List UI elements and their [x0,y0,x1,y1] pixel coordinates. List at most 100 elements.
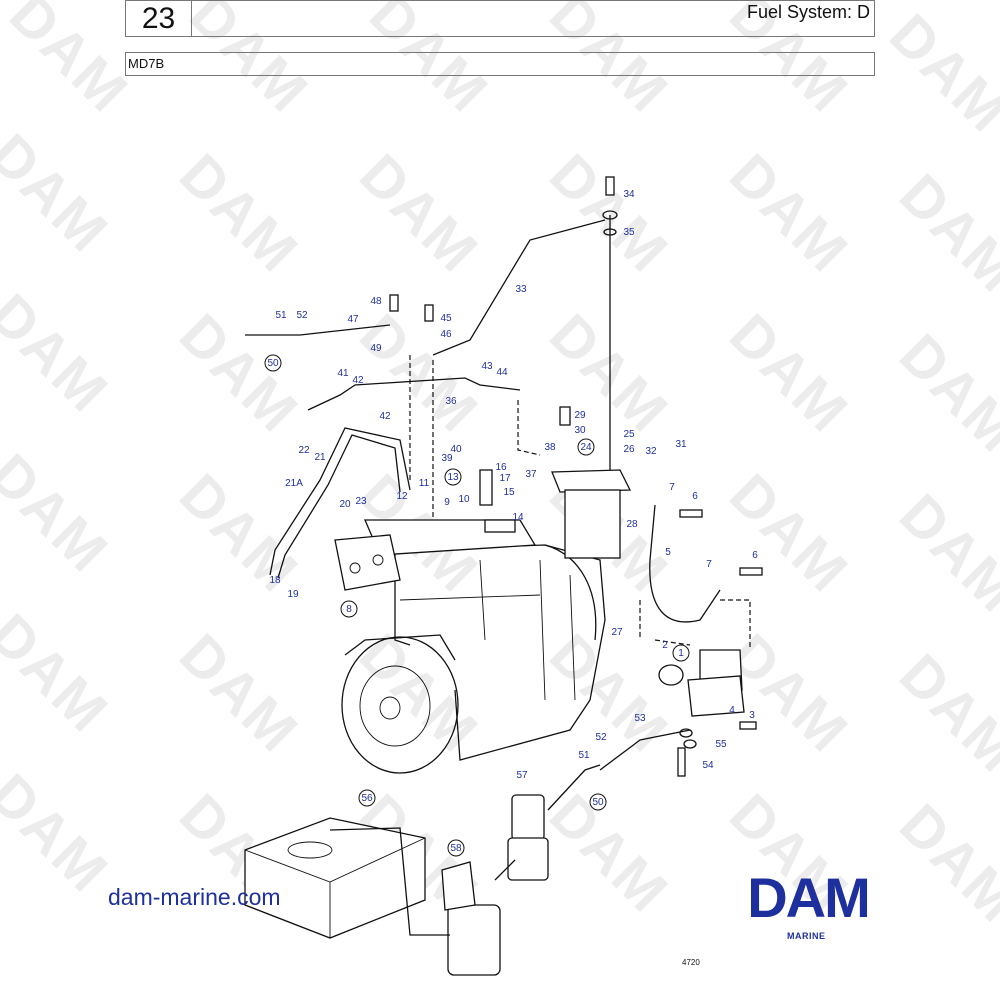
filter-bracket [551,469,632,493]
dash-4 [639,599,751,650]
callout-circle [264,354,282,372]
callout-label: 47 [347,314,359,325]
callout-54: 54 [702,760,714,771]
callout-37: 37 [525,469,537,480]
callout-label: 46 [440,329,452,340]
flywheel-hub [379,696,401,720]
callout-label: 51 [578,750,590,761]
clamp-14 [484,519,516,533]
callout-label: 57 [516,770,528,781]
callout-16: 16 [495,462,507,473]
callout-label: 14 [512,512,524,523]
bolt-29 [559,406,571,426]
callout-15: 15 [503,487,515,498]
electric-pump-upper [511,794,545,841]
callout-28: 28 [626,519,638,530]
callout-label: 24 [580,442,592,453]
callout-43: 43 [481,361,493,372]
callout-3: 3 [749,710,755,721]
callout-label: 52 [296,310,308,321]
callout-label: 55 [715,739,727,750]
callout-7: 7 [669,482,675,493]
bolt-54 [677,747,686,777]
fuel-tank [244,817,426,939]
callout-40: 40 [450,444,462,455]
callout-label: 17 [499,473,511,484]
callout-label: 35 [623,227,635,238]
callout-29: 29 [574,410,586,421]
callout-label: 6 [692,491,698,502]
callout-49: 49 [370,343,382,354]
header-bar: 23 Fuel System: D [125,0,875,37]
flywheel-outer [341,636,459,774]
callout-label: 39 [441,453,453,464]
pump-to-hose [547,764,601,811]
callout-46: 46 [440,329,452,340]
fasteners [389,176,763,777]
callout-42: 42 [352,375,364,386]
callout-label: 4 [729,705,735,716]
leak-off-line-36 [307,377,521,411]
callout-1: 1 [672,644,690,662]
callout-53: 53 [634,713,646,724]
callout-label: 30 [574,425,586,436]
website-link[interactable]: dam-marine.com [108,884,281,910]
callout-label: 11 [419,478,430,489]
feed-pump-base [687,675,745,717]
callout-label: 21 [314,452,326,463]
injector-15 [479,469,493,506]
callout-label: 25 [623,429,635,440]
callout-27: 27 [611,627,623,638]
callout-6: 6 [692,491,698,502]
callout-44: 44 [496,367,508,378]
callout-circle [447,839,465,857]
callout-label: 9 [444,497,450,508]
callout-label: 41 [337,368,349,379]
callout-42: 42 [379,411,391,422]
callout-51: 51 [275,310,287,321]
injection-pump [334,534,401,591]
o-ring-2 [658,664,684,686]
water-separator [447,904,501,976]
plug-3 [739,721,757,730]
callout-circle [340,600,358,618]
callout-label: 31 [675,439,687,450]
callout-58: 58 [447,839,465,857]
callout-21A: 21A [285,478,303,489]
logo-wordmark: DAM [747,873,869,921]
callout-35: 35 [623,227,635,238]
callout-21: 21 [314,452,326,463]
callout-label: 12 [396,491,408,502]
callout-56: 56 [358,789,376,807]
callout-label: 54 [702,760,714,771]
logo-subtitle: MARINE [787,931,826,941]
callout-label: 8 [346,604,352,615]
callout-label: 23 [355,496,367,507]
drawing-number: 4720 [682,958,700,967]
callout-label: 45 [440,313,452,324]
callout-label: 53 [634,713,646,724]
callout-label: 28 [626,519,638,530]
bolt-48 [389,294,399,312]
callout-33: 33 [515,284,527,295]
callout-11: 11 [419,478,430,489]
callout-label: 42 [379,411,391,422]
callout-label: 36 [445,396,457,407]
callout-32: 32 [645,446,657,457]
callout-label: 38 [544,442,556,453]
callout-25: 25 [623,429,635,440]
dash-5 [654,639,691,646]
callout-label: 16 [495,462,507,473]
callout-6: 6 [752,550,758,561]
page-number: 23 [126,1,192,36]
callout-label: 33 [515,284,527,295]
callout-50: 50 [264,354,282,372]
callout-23: 23 [355,496,367,507]
dam-logo: DAM [747,873,871,921]
callout-label: 50 [592,797,604,808]
callout-circle [672,644,690,662]
callout-30: 30 [574,425,586,436]
callout-label: 27 [611,627,623,638]
block-side [544,544,597,641]
callout-48: 48 [370,296,382,307]
